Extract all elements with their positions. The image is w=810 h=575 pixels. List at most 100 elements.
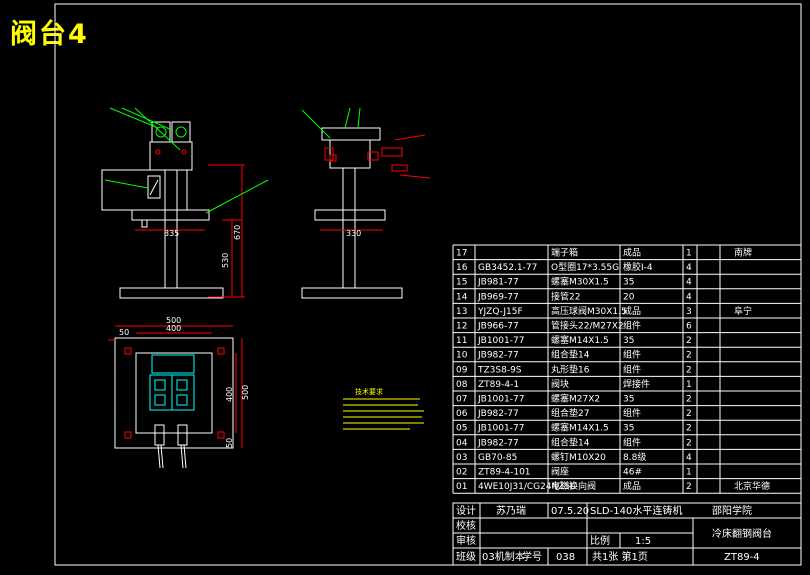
bom-cell-no: 05 [456, 424, 467, 434]
bom-cell-material: 成品 [623, 247, 641, 259]
bom-cell-qty: 2 [686, 365, 692, 375]
bom-cell-name: 管接头22/M27X2 [551, 320, 624, 332]
bom-cell-no: 06 [456, 409, 468, 419]
bom-cell-code: JB982-77 [477, 409, 519, 419]
bom-cell-qty: 3 [686, 307, 692, 317]
bom-cell-no: 04 [456, 438, 468, 448]
bom-cell-code: TZ3S8-9S [477, 365, 522, 375]
bom-cell-name: 螺塞M14X1.5 [551, 422, 609, 434]
bom-cell-no: 01 [456, 482, 467, 492]
bom-cell-no: 09 [456, 365, 468, 375]
bom-cell-no: 11 [456, 336, 467, 346]
bom-cell-qty: 1 [686, 468, 692, 478]
bom-cell-name: 阀块 [551, 378, 569, 390]
tb-class-label: 班级 [456, 551, 476, 563]
bom-cell-material: 焊接件 [623, 378, 650, 390]
bom-cell-qty: 2 [686, 395, 692, 405]
tb-student-no-label: 学号 [522, 550, 542, 563]
bom-cell-material: 组件 [623, 407, 641, 419]
bom-cell-name: 接管22 [551, 290, 580, 302]
tb-review-label: 审核 [456, 534, 476, 547]
bom-cell-no: 12 [456, 322, 467, 332]
dim-plan-margin-b: 50 [225, 438, 234, 448]
bom-cell-no: 17 [456, 249, 467, 259]
bom-cell-qty: 2 [686, 336, 692, 346]
bom-cell-no: 14 [456, 292, 468, 302]
dim-side-width: 330 [346, 229, 361, 238]
bom-cell-material: 35 [623, 395, 634, 405]
bom-cell-no: 03 [456, 453, 467, 463]
bom-cell-code: JB966-77 [477, 322, 519, 332]
bom-cell-no: 16 [456, 263, 468, 273]
bom-cell-code: JB981-77 [477, 278, 519, 288]
bom-cell-code: JB969-77 [477, 292, 519, 302]
bom-cell-code: JB982-77 [477, 351, 519, 361]
bom-cell-code: JB1001-77 [477, 336, 524, 346]
bom-cell-material: 8.8级 [623, 451, 646, 463]
bom-cell-name: 丸形垫16 [551, 363, 590, 375]
bom-cell-code: JB982-77 [477, 438, 519, 448]
plan-view [108, 325, 243, 469]
bom-cell-remark: 北京华德 [734, 480, 770, 492]
tb-drawing-name: 冷床翻钢阀台 [712, 527, 772, 540]
bom-cell-qty: 4 [686, 292, 692, 302]
bom-cell-name: 螺塞M27X2 [551, 393, 600, 405]
tb-designer: 苏乃瑞 [496, 504, 526, 517]
bom-cell-remark: 阜宁 [734, 305, 752, 317]
bom-cell-material: 组件 [623, 363, 641, 375]
bom-cell-qty: 2 [686, 424, 692, 434]
bom-cell-no: 15 [456, 278, 467, 288]
dim-plan-outer: 500 [166, 316, 181, 325]
bom-cell-code: JB1001-77 [477, 395, 524, 405]
bom-cell-no: 07 [456, 395, 467, 405]
tb-sheets: 共1张 第1页 [592, 550, 648, 563]
dim-plan-height-outer: 500 [241, 385, 250, 400]
bom-cell-qty: 2 [686, 438, 692, 448]
bom-cell-name: 高压球阀M30X1.5 [551, 305, 627, 317]
bom-cell-qty: 6 [686, 322, 692, 332]
bom-cell-code: ZT89-4-101 [478, 468, 531, 478]
tb-scale: 1:5 [635, 536, 651, 547]
dim-plan-margin: 50 [119, 328, 129, 337]
bom-cell-qty: 2 [686, 482, 692, 492]
bom-cell-name: 螺塞M30X1.5 [551, 276, 609, 288]
tb-check-label: 校核 [456, 519, 476, 532]
bom-cell-no: 08 [456, 380, 468, 390]
tech-notes-lines [343, 398, 424, 430]
bom-cell-name: 螺钉M10X20 [551, 452, 606, 463]
dim-front-height-b: 530 [221, 253, 230, 268]
bom-cell-material: 20 [623, 292, 635, 302]
bom-cell-name: 端子箱 [551, 247, 578, 259]
bom-cell-qty: 4 [686, 453, 692, 463]
bom-cell-code: JB1001-77 [477, 424, 524, 434]
bom-cell-material: 组件 [623, 320, 641, 332]
tb-project: SLD-140水平连铸机 [590, 504, 682, 517]
bom-cell-name: 电磁换向阀 [551, 480, 596, 492]
bom-cell-qty: 2 [686, 351, 692, 361]
tb-date: 07.5.20 [551, 506, 589, 517]
bom-cell-remark: 南牌 [734, 247, 752, 259]
bom-cell-material: 35 [623, 336, 634, 346]
tb-student-no: 038 [556, 552, 575, 563]
tb-scale-label: 比例 [590, 534, 610, 547]
bom-cell-qty: 1 [686, 380, 692, 390]
front-view [101, 107, 269, 299]
dim-plan-height-inner: 400 [225, 387, 234, 402]
bom-cell-no: 10 [456, 351, 468, 361]
bom-cell-material: 成品 [623, 305, 641, 317]
tb-design-label: 设计 [456, 504, 476, 517]
bom-cell-no: 02 [456, 468, 467, 478]
bom-cell-qty: 4 [686, 263, 692, 273]
dim-front-width: 335 [164, 229, 179, 238]
tb-school: 邵阳学院 [712, 504, 752, 517]
bom-cell-material: 橡胶I-4 [623, 261, 653, 273]
bom-cell-name: 阀座 [551, 466, 569, 478]
bom-cell-material: 组件 [623, 436, 641, 448]
bom-cell-code: GB3452.1-77 [478, 263, 537, 273]
tech-notes-title: 技术要求 [355, 387, 383, 396]
title-block [452, 502, 802, 566]
bom-cell-qty: 1 [686, 249, 692, 259]
bom-cell-name: 组合垫14 [551, 349, 590, 361]
